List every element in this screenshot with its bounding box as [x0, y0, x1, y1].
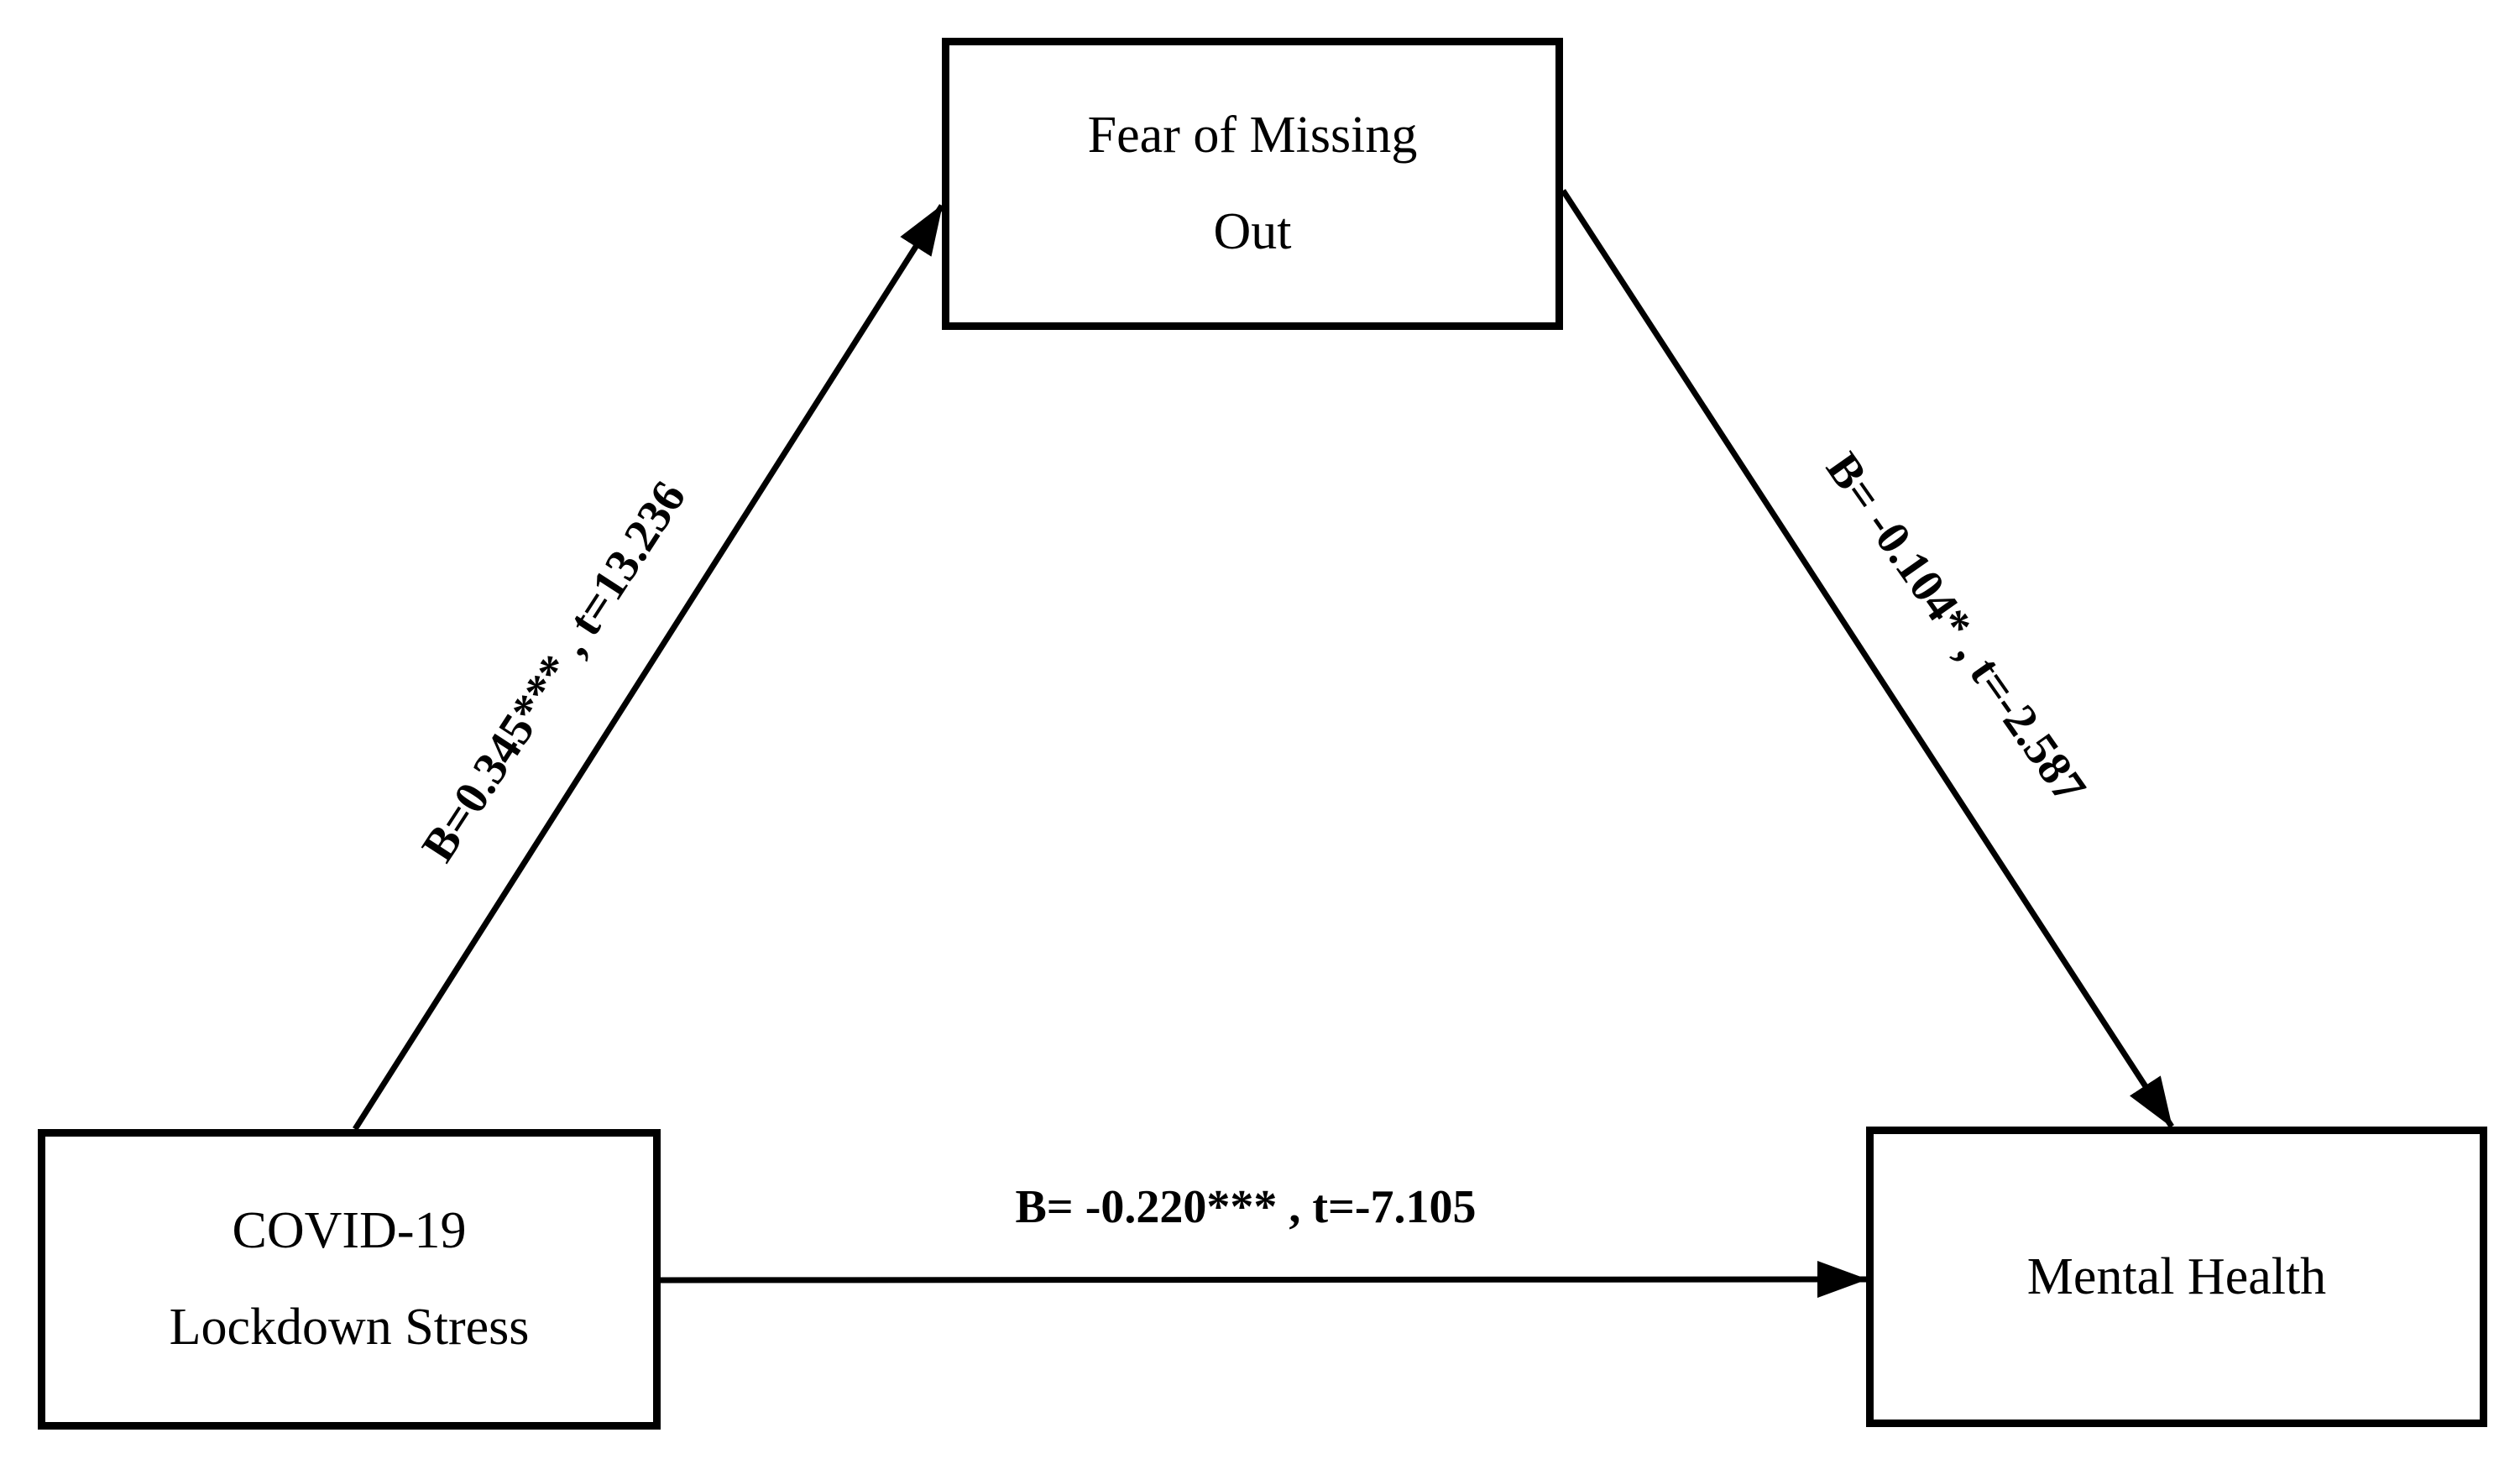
node-line: Fear of Missing [1087, 107, 1418, 165]
node-line: Lockdown Stress [169, 1299, 530, 1356]
node-fear-of-missing-out: Fear of Missing Out [942, 38, 1563, 330]
node-line: Mental Health [2026, 1247, 2327, 1305]
path-b-arrow [1561, 189, 2174, 1128]
path-c-coefficient-label: B= -0.220*** , t=-7.105 [1015, 1181, 1477, 1233]
node-covid19-lockdown-stress: COVID-19 Lockdown Stress [38, 1129, 661, 1430]
path-a-arrow [353, 204, 944, 1131]
node-line: Out [1213, 203, 1292, 260]
node-mental-health: Mental Health [1866, 1127, 2487, 1427]
path-c-arrow [660, 1261, 1868, 1299]
node-line: COVID-19 [232, 1202, 467, 1260]
